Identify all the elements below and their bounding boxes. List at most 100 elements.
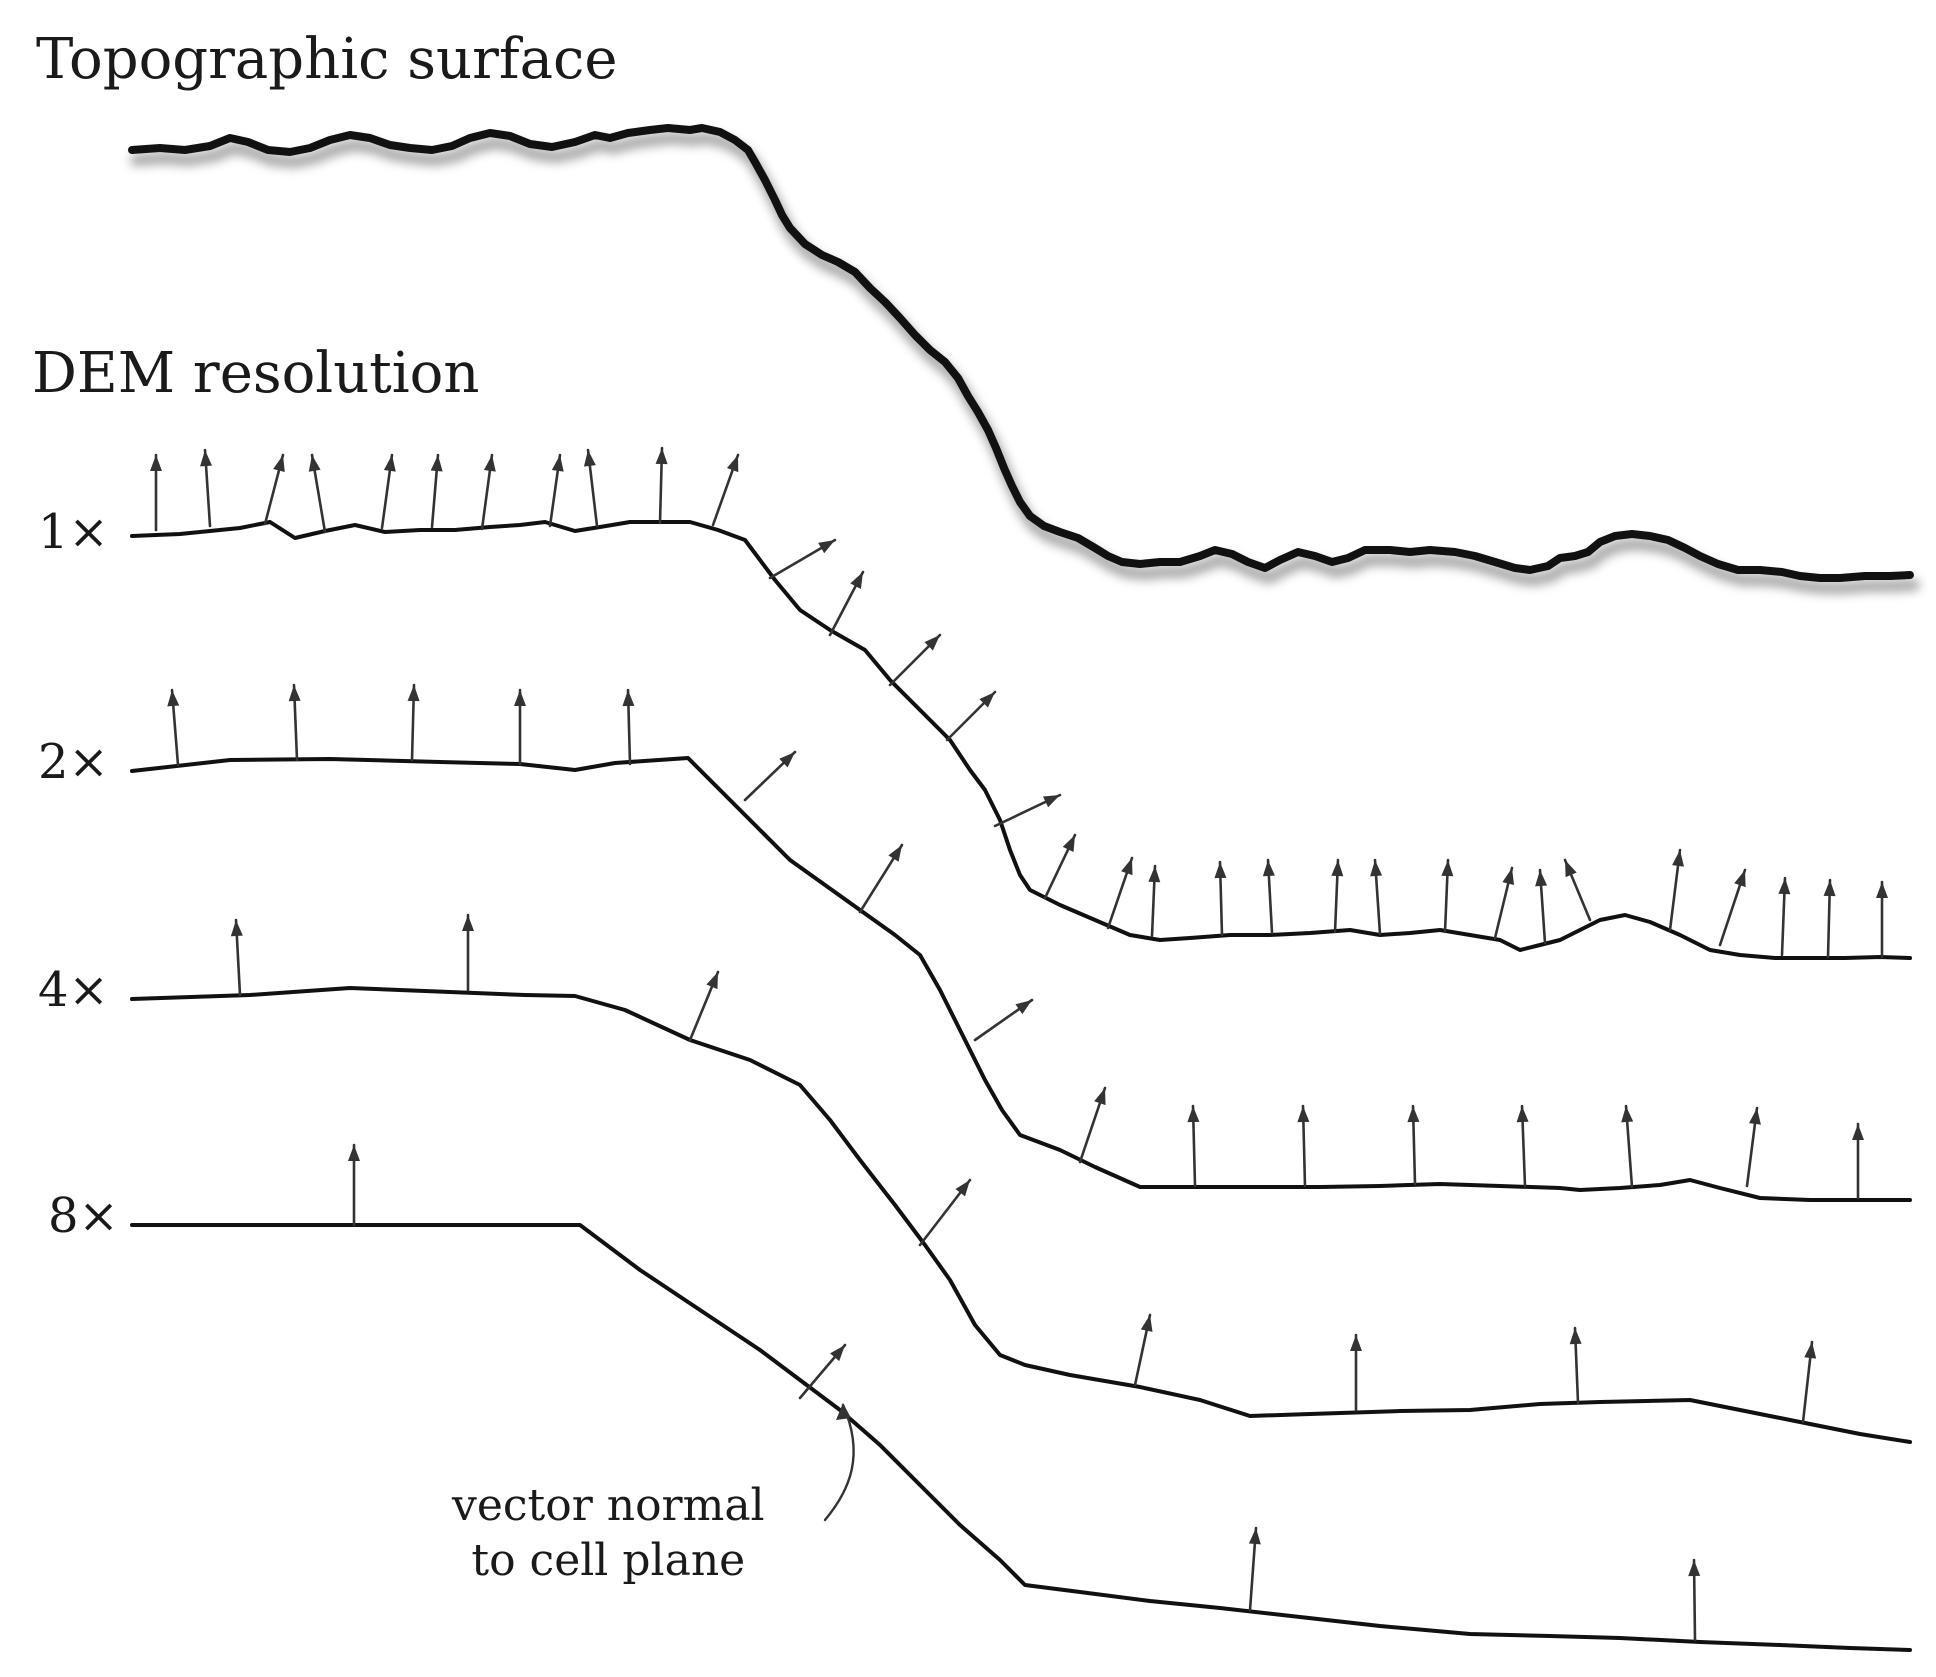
normal-vector-head <box>1672 850 1684 867</box>
title-topographic-surface: Topographic surface <box>36 27 618 92</box>
normal-vector-head <box>407 685 420 702</box>
normal-vector-arrow <box>1493 866 1515 940</box>
normal-vector-head <box>655 448 668 465</box>
normal-vector-arrow <box>1441 858 1454 934</box>
normal-vector-head <box>1516 1106 1529 1123</box>
normal-vector-arrow <box>1148 864 1161 938</box>
normal-vector-arrow <box>1297 1104 1310 1188</box>
normal-vector-arrow <box>263 453 285 526</box>
normal-vector-arrow <box>583 448 599 528</box>
normal-vector-head <box>1804 1342 1817 1359</box>
normal-vector-head <box>551 455 564 472</box>
normal-vector-arrow <box>622 688 635 766</box>
normal-vector-head <box>888 845 902 862</box>
normal-vector-arrow <box>768 538 837 580</box>
normal-vector-head <box>1852 1124 1864 1140</box>
normal-vector-head <box>1015 1000 1032 1015</box>
normal-vector-head <box>1778 878 1791 895</box>
normal-vector-head <box>1062 835 1075 853</box>
normal-vector-head <box>514 690 526 706</box>
normal-vector-head <box>1441 860 1454 877</box>
normal-vector-arrow <box>230 918 243 997</box>
dem-profile-1x <box>130 520 1912 960</box>
normal-vector-arrow <box>514 688 526 766</box>
normal-vector-head <box>830 1345 845 1362</box>
normal-vector-arrow <box>1823 878 1836 959</box>
normal-vector-arrow <box>973 998 1034 1042</box>
normal-vector-arrow <box>548 453 564 528</box>
resolution-label-4x: 4× <box>38 962 109 1018</box>
normal-vector-head <box>288 685 301 702</box>
normal-vector-arrow <box>1535 868 1548 945</box>
normal-vector-arrow <box>1745 1106 1761 1188</box>
normal-vector-head <box>1565 860 1577 878</box>
dem-profiles <box>130 520 1912 1652</box>
normal-vector-head <box>583 450 596 467</box>
normal-vectors <box>150 446 1888 1642</box>
annotation-line-1: vector normal <box>452 1480 765 1531</box>
normal-vector-arrow <box>462 913 474 992</box>
normal-vector-arrow <box>711 453 740 527</box>
normal-vector-arrow <box>1516 1104 1529 1188</box>
normal-vector-head <box>483 455 496 472</box>
normal-vector-head <box>1502 868 1515 885</box>
normal-vector-head <box>1262 860 1275 877</box>
normal-vector-arrow <box>1078 1086 1107 1164</box>
normal-vector-arrow <box>1214 860 1227 937</box>
normal-vector-head <box>1621 1106 1634 1123</box>
normal-vector-head <box>818 540 835 554</box>
normal-vector-arrow <box>1262 858 1275 935</box>
normal-vector-head <box>1535 870 1548 887</box>
normal-vector-arrow <box>688 970 720 1042</box>
normal-vector-head <box>1569 1328 1582 1345</box>
normal-vector-head <box>1749 1108 1761 1125</box>
normal-vector-head <box>726 455 739 473</box>
normal-vector-arrow <box>480 453 496 531</box>
normal-vector-arrow <box>1876 880 1888 959</box>
normal-vector-head <box>622 690 635 707</box>
normal-vector-arrow <box>1668 848 1684 932</box>
normal-vector-arrow <box>743 750 797 802</box>
normal-vector-arrow <box>858 843 904 914</box>
normal-vector-head <box>1734 870 1746 888</box>
topographic-surface-profile <box>128 124 1914 582</box>
normal-vector-head <box>1370 860 1383 877</box>
normal-vector-arrow <box>655 446 668 525</box>
normal-vector-head <box>779 752 795 768</box>
annotation-curved-arrow <box>823 1403 855 1522</box>
normal-vector-arrow <box>288 683 301 762</box>
normal-vector-arrow <box>1187 1104 1200 1188</box>
normal-vector-head <box>308 455 321 472</box>
normal-vector-arrow <box>167 688 180 767</box>
resolution-label-2x: 2× <box>38 734 109 790</box>
dem-profile-4x <box>130 986 1912 1444</box>
normal-vector-arrow <box>1621 1104 1634 1189</box>
normal-vector-arrow <box>1106 856 1134 930</box>
normal-vector-head <box>150 455 162 471</box>
annotation-line-2: to cell plane <box>471 1535 746 1586</box>
normal-vector-arrow <box>1133 1313 1153 1387</box>
normal-vector-head <box>462 915 474 931</box>
normal-vector-head <box>273 455 285 472</box>
normal-vector-head <box>979 692 995 708</box>
normal-vector-arrow <box>308 453 327 534</box>
normal-vector-head <box>1297 1106 1310 1123</box>
normal-vector-head <box>167 690 180 707</box>
normal-vector-head <box>1688 1560 1701 1577</box>
normal-vector-arrow <box>1778 876 1791 957</box>
normal-vector-arrow <box>348 1143 360 1227</box>
normal-vector-head <box>955 1180 970 1197</box>
normal-vector-arrow <box>1370 858 1383 936</box>
normal-vector-head <box>1187 1106 1200 1123</box>
normal-vector-arrow <box>1248 1526 1261 1612</box>
normal-vector-head <box>706 972 718 990</box>
normal-vector-head <box>1331 860 1344 877</box>
normal-vector-head <box>1121 858 1133 876</box>
normal-vector-head <box>924 635 940 651</box>
annotation-arrow-head <box>836 1403 851 1420</box>
normal-vector-head <box>430 455 443 472</box>
normal-vector-arrow <box>1350 1333 1362 1412</box>
normal-vector-arrow <box>200 448 213 528</box>
normal-vector-head <box>1407 1106 1420 1123</box>
normal-vector-arrow <box>798 1343 847 1400</box>
